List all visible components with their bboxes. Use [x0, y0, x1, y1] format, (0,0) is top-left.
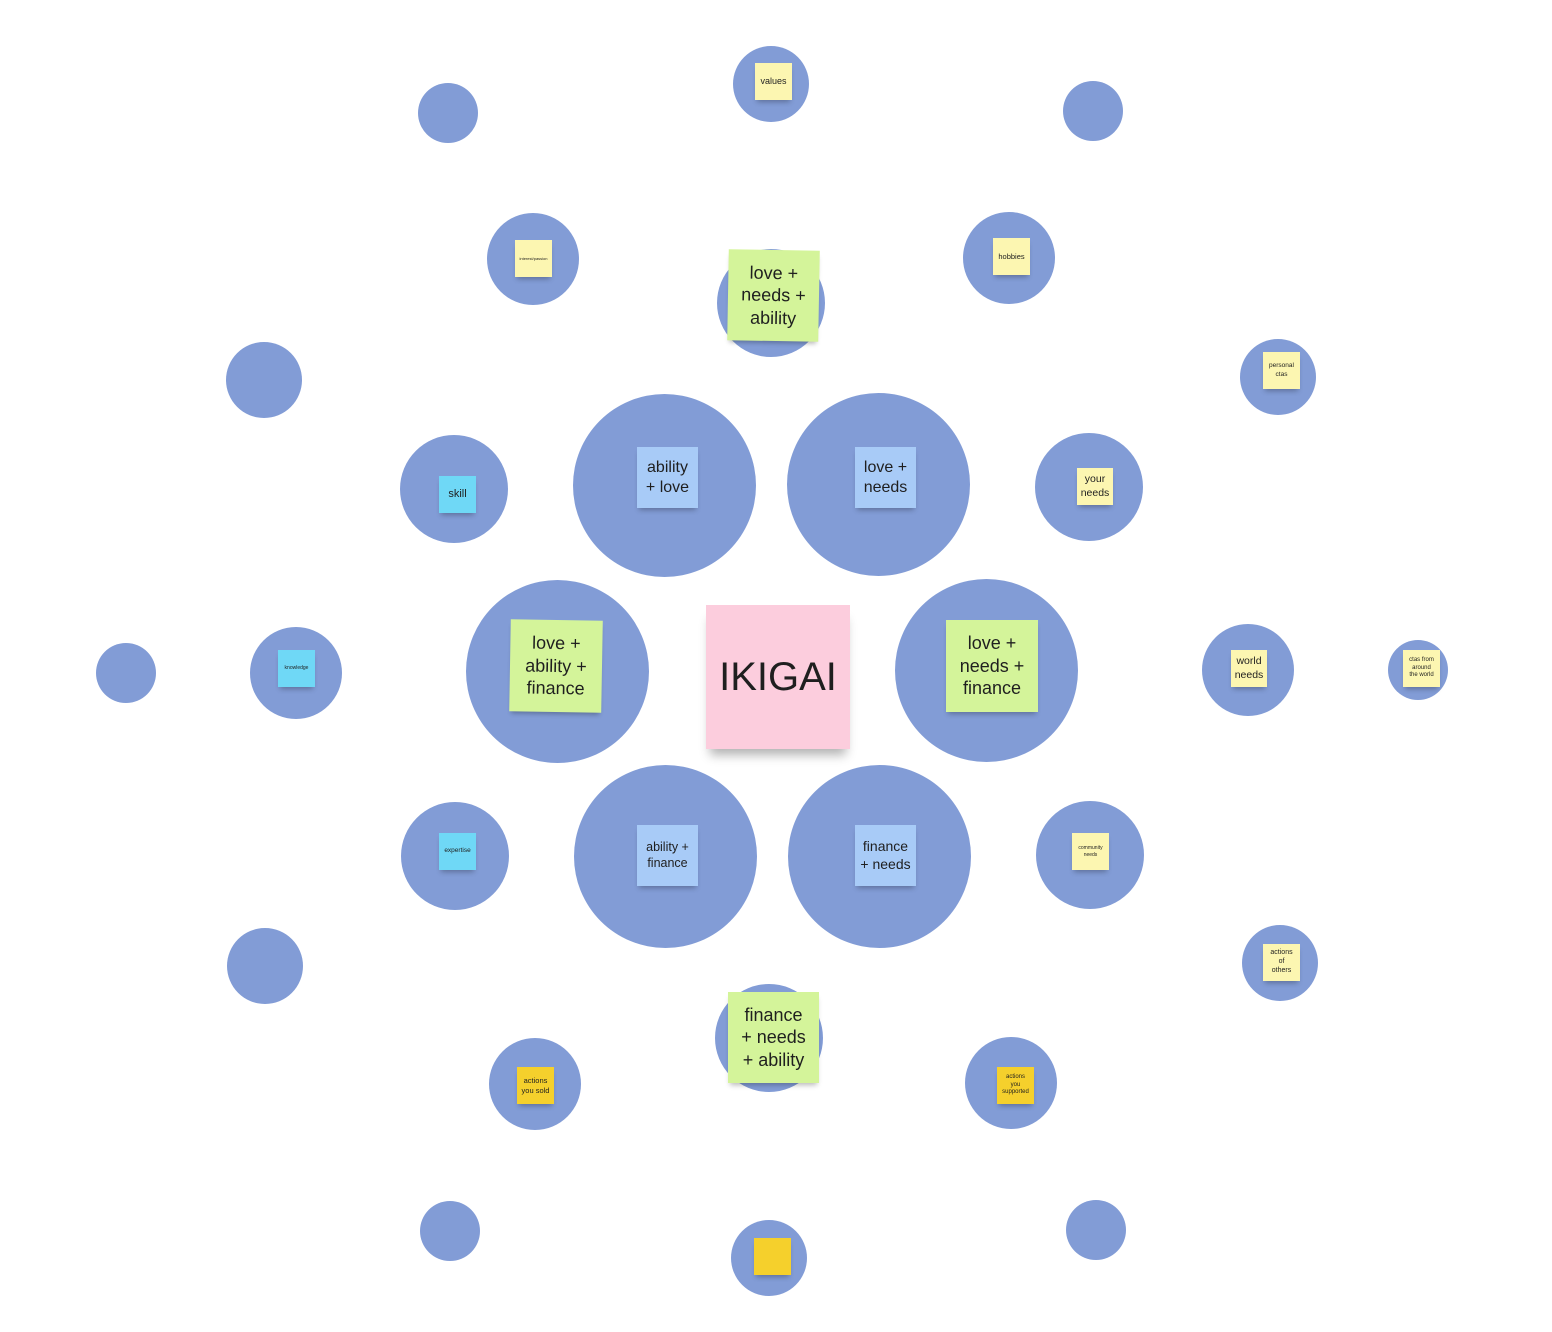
- note-love-ability-finance[interactable]: love + ability + finance: [509, 619, 603, 713]
- note-expertise[interactable]: expertise: [439, 833, 476, 870]
- circle-left-upper-empty[interactable]: [226, 342, 302, 418]
- note-knowledge[interactable]: knowledge: [278, 650, 315, 687]
- note-actions-you-sold[interactable]: actions you sold: [517, 1067, 554, 1104]
- note-hobbies[interactable]: hobbies: [993, 238, 1030, 275]
- note-ctas-from-around-the-world[interactable]: ctas from around the world: [1403, 650, 1440, 687]
- note-bottom-blank[interactable]: [754, 1238, 791, 1275]
- note-finance-needs[interactable]: finance + needs: [855, 825, 916, 886]
- note-love-needs-ability[interactable]: love + needs + ability: [727, 249, 820, 342]
- note-love-needs[interactable]: love + needs: [855, 447, 916, 508]
- circle-top-right-empty[interactable]: [1063, 81, 1123, 141]
- note-ability-finance[interactable]: ability + finance: [637, 825, 698, 886]
- note-finance-needs-ability[interactable]: finance + needs + ability: [728, 992, 819, 1083]
- note-love-needs-finance[interactable]: love + needs + finance: [946, 620, 1038, 712]
- note-community-needs[interactable]: community needs: [1072, 833, 1109, 870]
- circle-bottom-right-empty[interactable]: [1066, 1200, 1126, 1260]
- circle-bottom-left-empty[interactable]: [420, 1201, 480, 1261]
- note-your-needs[interactable]: your needs: [1077, 468, 1113, 505]
- circle-left-lower-empty[interactable]: [227, 928, 303, 1004]
- note-values[interactable]: values: [755, 63, 792, 100]
- ikigai-center-note[interactable]: IKIGAI: [706, 605, 850, 749]
- note-ability-love[interactable]: ability + love: [637, 447, 698, 508]
- circle-far-left-empty[interactable]: [96, 643, 156, 703]
- note-actions-you-supported[interactable]: actions you supported: [997, 1067, 1034, 1104]
- note-skill[interactable]: skill: [439, 476, 476, 513]
- note-personal-ctas[interactable]: personal ctas: [1263, 352, 1300, 389]
- circle-top-left-empty[interactable]: [418, 83, 478, 143]
- note-interest-passion[interactable]: interest/passion: [515, 240, 552, 277]
- note-actions-of-others[interactable]: actions of others: [1263, 944, 1300, 981]
- note-world-needs[interactable]: world needs: [1231, 650, 1267, 687]
